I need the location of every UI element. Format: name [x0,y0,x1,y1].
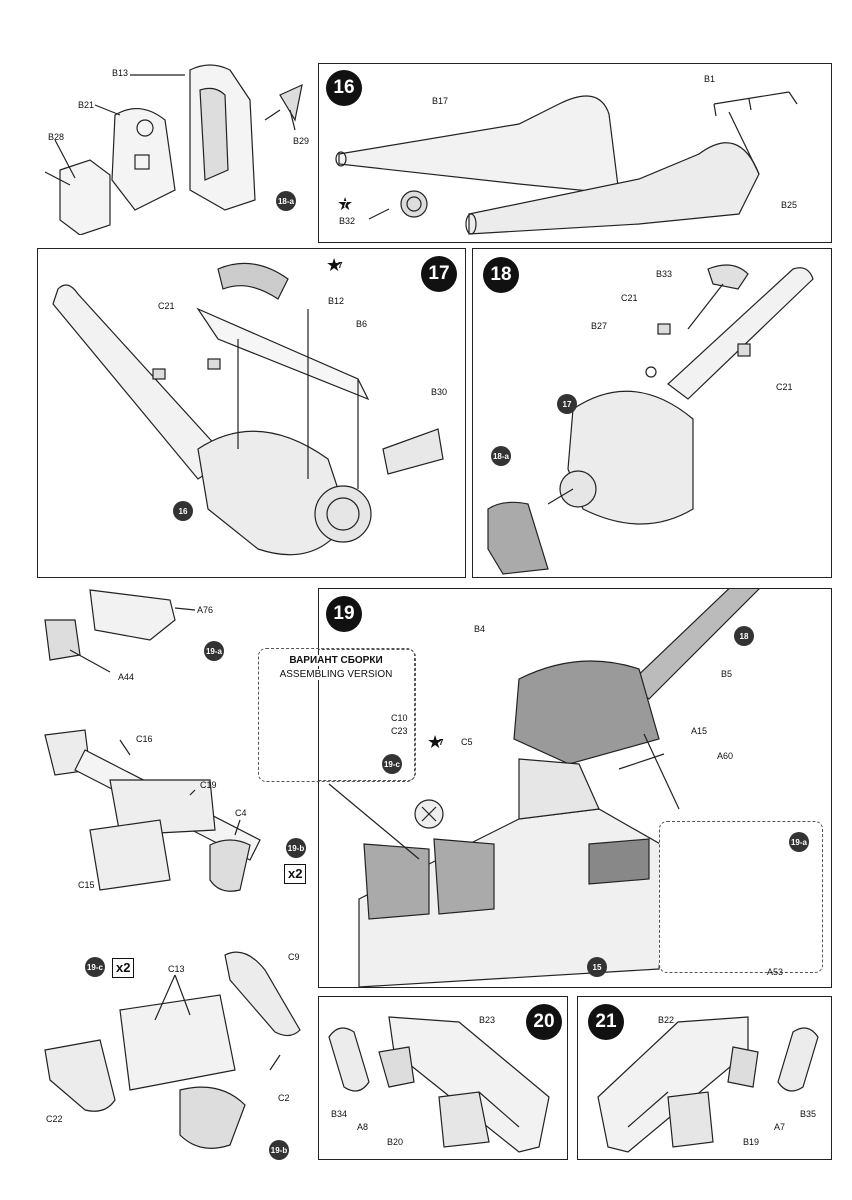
step-21-illustration [597,1016,819,1153]
part-label: A7 [774,1122,786,1132]
step-20-illustration [328,1016,550,1153]
ref-badge-18: 18 [734,626,754,646]
part-label: B28 [48,132,65,142]
step-19b-illustration [44,729,261,892]
part-label: C22 [46,1114,63,1124]
part-label: B21 [78,100,95,110]
paint-code: 7 [343,200,348,209]
part-label: C15 [78,880,95,890]
part-label: B27 [591,321,608,331]
variant-title-text: ВАРИАНТ СБОРКИ [261,655,411,666]
step-number-18: 18 [483,257,519,293]
step-number-16: 16 [326,70,362,106]
assembling-version-frame [258,648,415,782]
ref-badge-17: 17 [557,394,577,414]
step-19b-area: C16 C19 C4 C15 19-b x2 [30,720,320,910]
panel-step-20: 20 B23 B34 A8 B20 [318,996,568,1160]
panel-step-17: 17 C21 B12 B6 B30 16 ★ 7 [37,248,466,578]
step-18a-area: B13 B21 B28 B29 18-a [40,60,310,235]
part-label: B19 [743,1137,760,1147]
part-label: B22 [658,1015,675,1025]
part-label: B34 [331,1109,348,1119]
step-19c-illustration [44,951,301,1149]
paint-code-star: ★ [337,194,354,214]
part-label: C5 [461,737,473,747]
part-label: C21 [776,382,793,392]
step-16-illustration [335,91,798,235]
part-label: A8 [357,1122,369,1132]
panel-step-18: 18 B33 C21 B27 C21 17 18-a [472,248,832,578]
panel-step-16: 16 B17 B1 B25 B32 ★ 7 [318,63,832,243]
part-label: B1 [704,74,716,84]
part-label: C13 [168,964,185,974]
ref-badge-18a: 18-a [276,191,296,211]
step-number-17: 17 [421,256,457,292]
part-label: C19 [200,780,217,790]
ref-badge-19c: 19-c [85,957,105,977]
step-number-21: 21 [588,1004,624,1040]
ref-badge-18a: 18-a [491,446,511,466]
paint-code-star: ★ [427,732,444,752]
part-label: B32 [339,216,356,226]
part-label: B25 [781,200,798,210]
part-label: B35 [800,1109,817,1119]
step-number-20: 20 [526,1004,562,1040]
part-label: B30 [431,387,448,397]
part-label: C4 [235,808,247,818]
step-19a-area: A76 A44 19-a [30,580,240,690]
step-18-illustration [487,264,814,575]
part-label: B20 [387,1137,404,1147]
ref-badge-19a: 19-a [204,641,224,661]
ref-badge-19a: 19-a [789,832,809,852]
ref-badge-16: 16 [173,501,193,521]
quantity-badge: x2 [284,864,307,884]
ref-badge-19c: 19-c [382,754,402,774]
paint-code: 7 [338,261,343,270]
part-label: B12 [328,296,345,306]
part-label: C21 [158,301,175,311]
part-label: C10 [391,713,408,723]
ref-badge-19b: 19-b [286,838,306,858]
part-label: B6 [356,319,368,329]
step-18a-illustration [44,64,303,235]
part-label: C21 [621,293,638,303]
part-label: B4 [474,624,486,634]
part-label: A76 [197,605,214,615]
ref-badge-19b: 19-b [269,1140,289,1160]
paint-code-star: ★ [326,255,343,275]
panel-step-19: 19 B4 18 B5 A15 A60 C5 ★ 7 15 ВАРИАНТ СБ… [318,588,832,988]
panel-step-21: 21 B22 B35 A7 B19 [577,996,832,1160]
part-label: A60 [717,751,734,761]
part-label: A53 [767,967,784,977]
part-label: B13 [112,68,129,78]
step-17-illustration [52,262,444,556]
part-label: C16 [136,734,153,744]
part-label: B17 [432,96,449,106]
part-label: C2 [278,1093,290,1103]
part-label: A15 [691,726,708,736]
ref-badge-15: 15 [587,957,607,977]
step-19a-illustration [44,589,196,673]
step-19-illustration [328,589,760,987]
part-label: C9 [288,952,300,962]
part-label: B33 [656,269,673,279]
step-19c-area: 19-c x2 C13 C9 C22 C2 19-b [30,940,320,1165]
part-label: B5 [721,669,733,679]
quantity-badge: x2 [112,958,135,978]
part-label: B23 [479,1015,496,1025]
step-number-19: 19 [326,596,362,632]
part-label: C23 [391,726,408,736]
part-label: B29 [293,136,310,146]
paint-code: 7 [439,738,444,747]
part-label: A44 [118,672,135,682]
variant-subtitle-text: ASSEMBLING VERSION [261,669,411,680]
